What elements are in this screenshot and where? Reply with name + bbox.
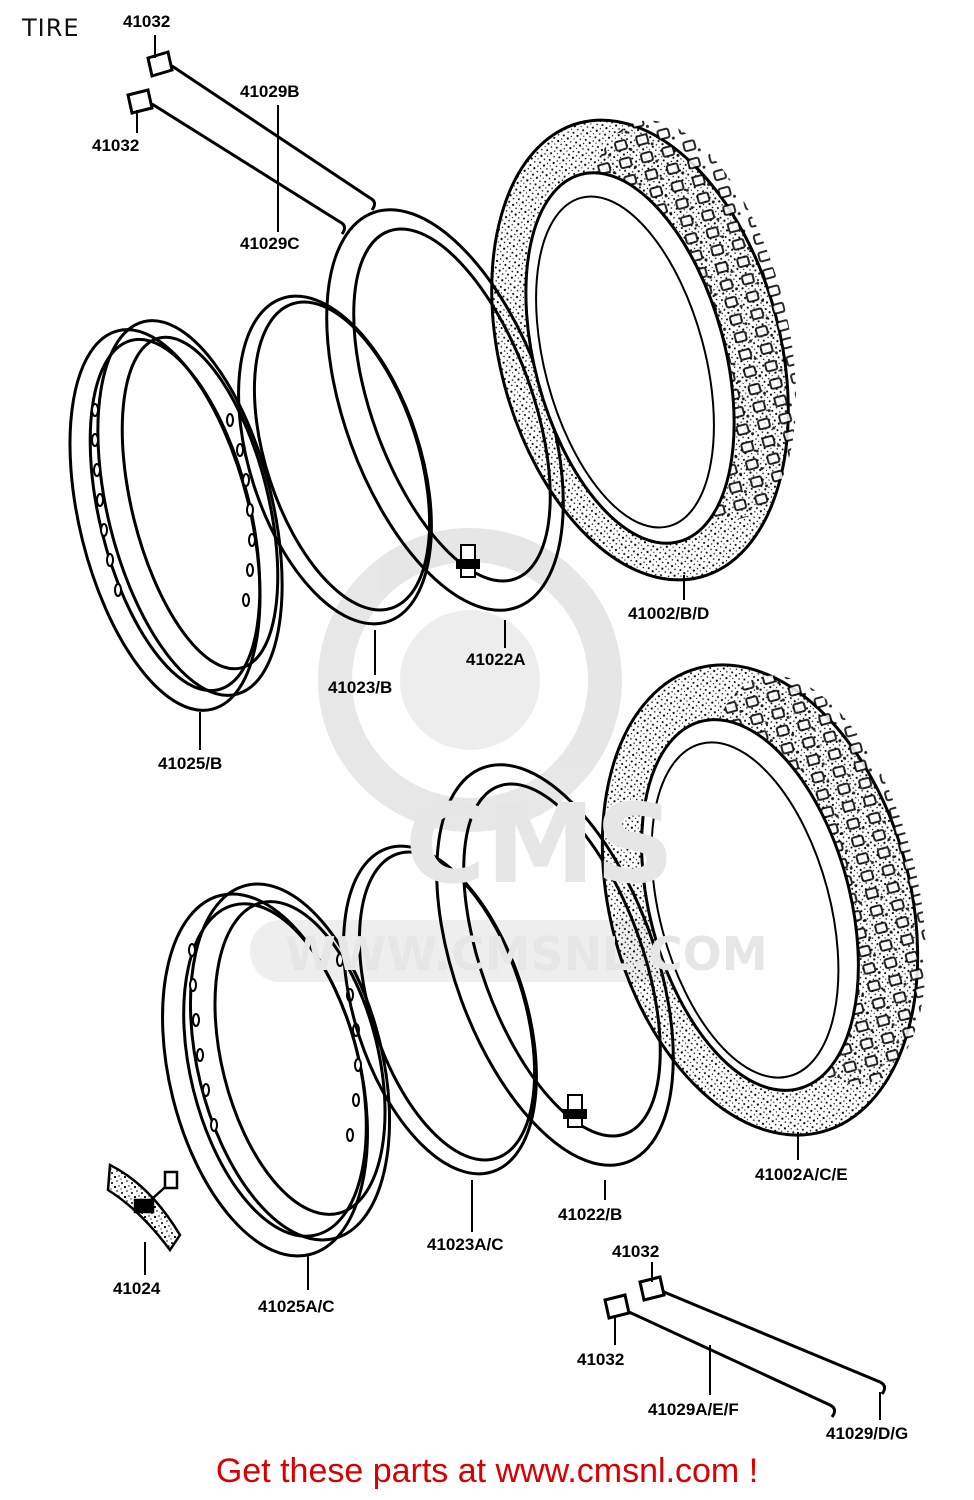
label-41025A-C: 41025A/C bbox=[258, 1297, 335, 1316]
label-41032-second: 41032 bbox=[92, 136, 140, 155]
label-41029B: 41029B bbox=[240, 82, 300, 101]
label-41029-D-G: 41029/D/G bbox=[826, 1424, 909, 1443]
watermark-logo-text: CMS bbox=[405, 780, 675, 908]
label-41029C: 41029C bbox=[240, 234, 300, 253]
page-title: TIRE bbox=[22, 14, 80, 42]
label-41002A-C-E: 41002A/C/E bbox=[755, 1165, 848, 1184]
label-41022A: 41022A bbox=[466, 650, 526, 669]
label-41023A-C: 41023A/C bbox=[427, 1235, 504, 1254]
tire-upper bbox=[490, 118, 796, 582]
spokes-lower bbox=[603, 1275, 887, 1418]
leaders-upper bbox=[136, 35, 685, 750]
label-41029A-E-F: 41029A/E/F bbox=[648, 1400, 739, 1419]
rim-upper-holes bbox=[91, 403, 256, 607]
rim-lower bbox=[161, 882, 392, 1258]
spokes-upper bbox=[126, 50, 377, 235]
valve-stem-lower bbox=[563, 1094, 587, 1128]
label-41032-lower-top: 41032 bbox=[612, 1242, 660, 1261]
leaders-lower bbox=[144, 1132, 881, 1420]
label-41032-top: 41032 bbox=[123, 12, 171, 31]
watermark-url-text: WWW.CMSNL.COM bbox=[285, 927, 768, 981]
rim-band-upper bbox=[237, 294, 433, 626]
label-41023-B: 41023/B bbox=[328, 678, 393, 697]
footer-cta-link[interactable]: Get these parts at www.cmsnl.com ! bbox=[215, 1452, 759, 1490]
label-41002-B-D: 41002/B/D bbox=[628, 604, 710, 623]
tire-lower bbox=[600, 663, 926, 1137]
label-41025-B: 41025/B bbox=[158, 754, 223, 773]
label-41032-lower-second: 41032 bbox=[577, 1350, 625, 1369]
tire-lock bbox=[106, 1163, 182, 1253]
valve-stem-upper bbox=[456, 544, 480, 578]
rim-band-lower bbox=[342, 844, 538, 1176]
label-41024: 41024 bbox=[113, 1279, 161, 1298]
rim-upper bbox=[68, 319, 284, 712]
label-41022-B: 41022/B bbox=[558, 1205, 623, 1224]
